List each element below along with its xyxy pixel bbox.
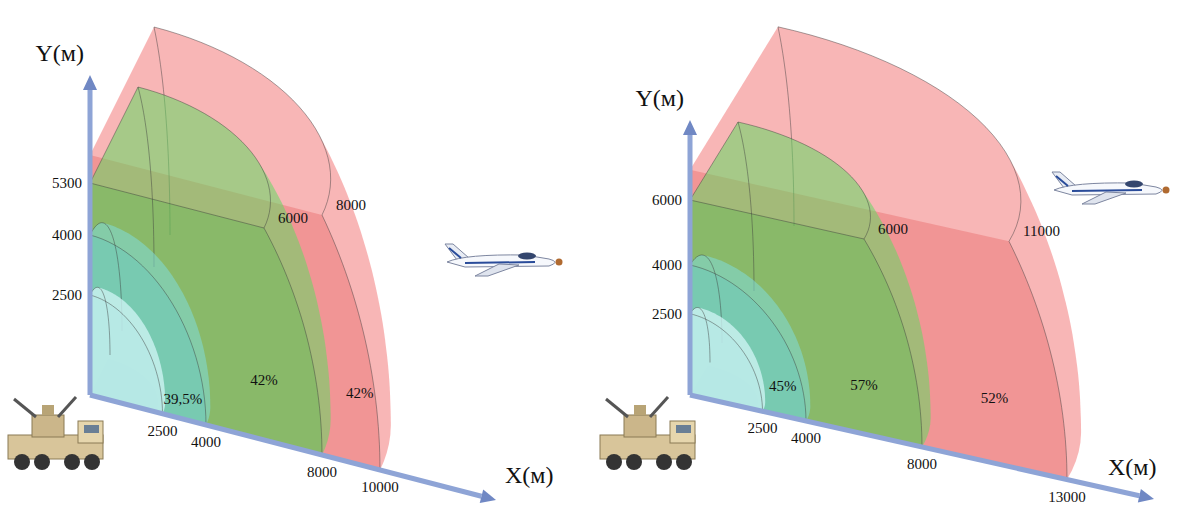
zone-edge (90, 235, 206, 425)
tick-value: 4000 (52, 227, 82, 244)
aircraft-stripe (449, 248, 461, 258)
vehicle-cab (670, 421, 695, 443)
middle-zone (690, 122, 931, 447)
aircraft-icon (445, 244, 563, 276)
range-value: 8000 (336, 197, 366, 214)
aircraft-stripe (465, 262, 535, 263)
probability-value: 45% (769, 378, 797, 395)
inner-zone (90, 287, 165, 413)
zone-edge (690, 200, 922, 447)
probability-value: 52% (981, 390, 1009, 407)
aircraft-wing (475, 264, 519, 276)
tick-value: 6000 (652, 192, 682, 209)
x-axis (90, 395, 481, 496)
zone-panel (683, 27, 1154, 503)
x-axis-head (1138, 489, 1154, 503)
zone-edge (138, 87, 270, 228)
vehicle-wheel (606, 454, 622, 470)
vehicle-wheel (64, 454, 80, 470)
tick-value: 2500 (748, 420, 778, 437)
aircraft-canopy (518, 253, 536, 260)
axis-title: X(м) (1108, 454, 1157, 480)
tick-value: 8000 (307, 464, 337, 481)
axis-title: Y(м) (635, 85, 684, 111)
vehicle-window (84, 425, 99, 433)
range-value: 6000 (878, 221, 908, 238)
y-axis (88, 90, 93, 395)
vehicle-turret (32, 415, 64, 437)
middle-zone (90, 87, 331, 455)
zone-edge (90, 287, 110, 355)
tick-value: 2500 (148, 423, 178, 440)
middle-zone-face (90, 183, 322, 455)
axis-title: Y(м) (35, 40, 84, 66)
vehicle-gun (14, 399, 36, 417)
vehicle-cab (78, 421, 103, 443)
vehicle-wheel (656, 454, 672, 470)
middle-zone-face (690, 200, 922, 447)
vehicle-turret (624, 415, 656, 437)
near-zone (90, 223, 210, 425)
range-value: 6000 (278, 210, 308, 227)
vehicle-radar (634, 405, 646, 415)
zone-edge (1009, 241, 1067, 479)
vehicle-gun (58, 397, 76, 417)
probability-value: 42% (250, 372, 278, 389)
aircraft-stripe (1072, 190, 1142, 191)
range-value: 11000 (1023, 223, 1060, 240)
aircraft-nose (556, 259, 563, 266)
tick-value: 13000 (1048, 489, 1086, 506)
vehicle-gun (650, 397, 668, 417)
zone-edge (690, 308, 710, 363)
outer-zone (90, 27, 391, 470)
probability-value: 57% (850, 377, 878, 394)
tick-value: 10000 (361, 479, 399, 496)
aircraft-icon (1052, 172, 1170, 204)
probability-value: 39,5% (163, 391, 202, 408)
y-axis-head (683, 120, 697, 135)
aircraft-wing (1082, 192, 1126, 204)
tick-value: 4000 (652, 257, 682, 274)
near-zone-face (90, 235, 206, 425)
zone-panel (83, 27, 496, 503)
zone-edge (738, 122, 870, 239)
y-axis-head (83, 75, 97, 90)
zone-edge (322, 215, 380, 470)
vehicle-gun (606, 399, 628, 417)
tick-value: 4000 (791, 430, 821, 447)
outer-zone (690, 27, 1081, 480)
tick-value: 5300 (52, 175, 82, 192)
x-axis-head (480, 489, 496, 503)
vehicle-icon (8, 397, 103, 470)
vehicle-radar (42, 405, 54, 415)
tick-value: 2500 (52, 287, 82, 304)
tick-value: 8000 (907, 456, 937, 473)
tick-value: 2500 (652, 306, 682, 323)
vehicle-window (676, 425, 691, 433)
tick-value: 4000 (191, 434, 221, 451)
zone-edge (90, 183, 322, 455)
y-axis (688, 135, 693, 395)
x-axis (690, 395, 1139, 496)
near-zone (690, 255, 810, 421)
vehicle-wheel (676, 454, 692, 470)
probability-value: 42% (346, 385, 374, 402)
aircraft-stripe (1056, 176, 1068, 186)
vehicle-wheel (84, 454, 100, 470)
vehicle-wheel (34, 454, 50, 470)
aircraft-nose (1163, 187, 1170, 194)
vehicle-icon (600, 397, 695, 470)
vehicle-wheel (626, 454, 642, 470)
aircraft-canopy (1125, 181, 1143, 188)
vehicle-wheel (14, 454, 30, 470)
axis-title: X(м) (505, 462, 554, 488)
